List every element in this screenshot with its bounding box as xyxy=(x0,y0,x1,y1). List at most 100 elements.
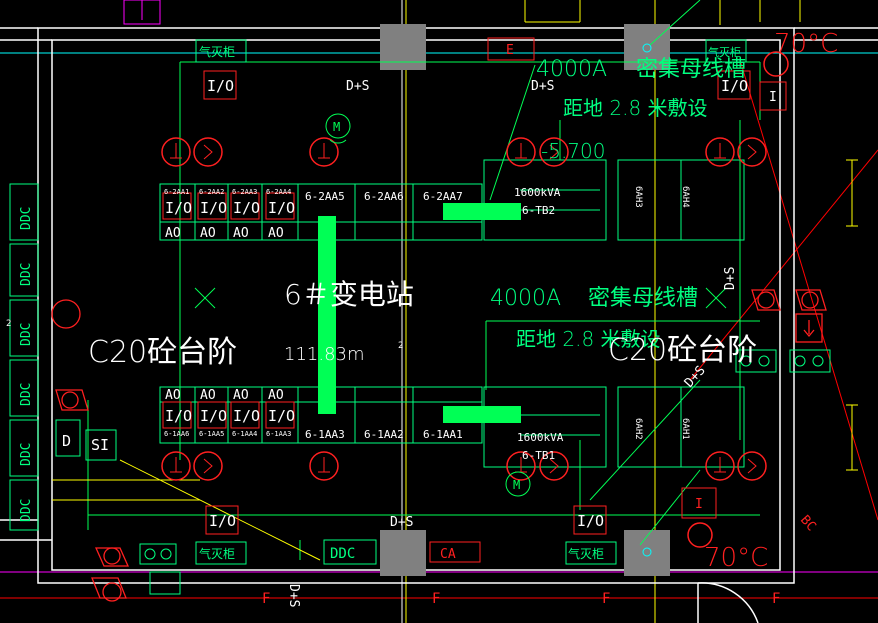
ddc-column-4: DDC xyxy=(19,383,34,406)
panel-bottom-6: 6-1AA2 xyxy=(364,428,404,441)
motor-label-bottom: M xyxy=(513,478,520,492)
box-i-label-top: I xyxy=(769,90,777,105)
ao-cell-bottom-2: AO xyxy=(200,388,216,403)
left-devices-green xyxy=(55,349,831,595)
io-red-boxes-top xyxy=(162,192,295,220)
ao-cell-bottom-1: AO xyxy=(165,388,181,403)
ds-label-right: D+S xyxy=(723,267,738,290)
gas-cabinets xyxy=(195,39,747,565)
panel-top-1: 6-2AA1 xyxy=(164,188,189,196)
panel-bottom-7: 6-1AA1 xyxy=(423,428,463,441)
hv-cabinet-top-1: 6AH3 xyxy=(633,186,643,208)
yellow-guides xyxy=(52,0,801,561)
transformer-bottom-id: 6-TB1 xyxy=(522,449,555,462)
gas-cabinet-label-1: 气灭柜 xyxy=(199,44,235,59)
busbars xyxy=(318,203,521,423)
panel-top-7: 6-2AA7 xyxy=(423,190,463,203)
ddc-column-6: DDC xyxy=(19,499,34,522)
floor-note-right: C20砼台阶 xyxy=(608,333,757,368)
ddc-column-3: DDC xyxy=(19,323,34,346)
floor-note-left: C20砼台阶 xyxy=(88,335,237,370)
dimension-ticks xyxy=(846,159,858,471)
motor-label-top: M xyxy=(333,120,340,134)
transformer-bottom-capacity: 1600kVA xyxy=(517,431,564,444)
io-cell-top-3: I/O xyxy=(233,199,260,217)
fire-line-label-4: F xyxy=(772,591,780,607)
room-walls xyxy=(0,27,878,623)
io-cell-bottom-3: I/O xyxy=(233,407,260,425)
ddc-column-1: DDC xyxy=(19,207,34,230)
si-label: SI xyxy=(91,436,109,454)
grid-number-center: 2 xyxy=(398,341,403,351)
io-cell-bottom-2: I/O xyxy=(200,407,227,425)
busway-top-install: 距地 2.8 米敷设 xyxy=(563,96,708,120)
panel-bottom-4: 6-1AA3 xyxy=(266,430,291,438)
io-cell-bottom-4: I/O xyxy=(268,407,295,425)
panel-top-4: 6-2AA4 xyxy=(266,188,291,196)
d-label: D xyxy=(62,432,71,450)
ddc-column-5: DDC xyxy=(19,443,34,466)
fire-line-label-3: F xyxy=(602,591,610,607)
conduit-lines xyxy=(87,0,761,560)
ao-cell-bottom-3: AO xyxy=(233,388,249,403)
io-label-top-left: I/O xyxy=(207,77,234,95)
io-modules xyxy=(203,37,787,563)
motor-symbols xyxy=(325,113,531,497)
panel-bottom-5: 6-1AA3 xyxy=(305,428,345,441)
box-i-label-bottom: I xyxy=(695,497,703,512)
ds-label-top-1: D+S xyxy=(346,79,369,94)
right-devices xyxy=(751,289,827,343)
transformer-outlines xyxy=(483,159,745,468)
fire-line-label-1: F xyxy=(262,591,270,607)
busway-bottom-name: 密集母线槽 xyxy=(588,286,698,311)
panel-bottom-1: 6-1AA6 xyxy=(164,430,189,438)
grid-number-left: 2 xyxy=(6,319,11,329)
ds-label-top-2: D+S xyxy=(531,79,554,94)
busway-bottom-rating: 4000A xyxy=(490,286,561,311)
fire-line-label-2: F xyxy=(432,591,440,607)
temp-label-bottom: 70°C xyxy=(704,543,768,573)
io-cell-top-1: I/O xyxy=(165,199,192,217)
left-devices xyxy=(51,299,130,602)
io-cell-top-2: I/O xyxy=(200,199,227,217)
io-label-bottom-left: I/O xyxy=(209,512,236,530)
ddc-column xyxy=(9,183,39,531)
io-label-bottom-right: I/O xyxy=(577,512,604,530)
ao-cell-top-2: AO xyxy=(200,226,216,241)
hv-cabinet-top-2: 6AH4 xyxy=(680,186,690,208)
gas-cabinet-label-4: 气灭柜 xyxy=(708,45,741,59)
ca-label: CA xyxy=(440,547,456,562)
gas-cabinet-label-2: 气灭柜 xyxy=(199,546,235,561)
cyan-sprinklers xyxy=(642,43,652,557)
panel-bottom-3: 6-1AA4 xyxy=(232,430,257,438)
e-label: E xyxy=(506,43,514,58)
fire-detector-glyphs xyxy=(170,143,757,474)
io-cell-bottom-1: I/O xyxy=(165,407,192,425)
busway-bottom-install: 距地 2.8 米敷设 xyxy=(516,327,661,351)
ao-cell-top-1: AO xyxy=(165,226,181,241)
transformer-top-id: 6-TB2 xyxy=(522,204,555,217)
busway-top-rating: 4000A xyxy=(536,57,607,82)
fire-detectors xyxy=(161,51,789,548)
busway-top-name: 密集母线槽 xyxy=(636,57,746,82)
hv-cabinet-bottom-1: 6AH2 xyxy=(633,418,643,440)
hv-cabinet-bottom-2: 6AH1 xyxy=(680,418,690,440)
ao-cell-top-3: AO xyxy=(233,226,249,241)
panel-bottom-2: 6-1AA5 xyxy=(199,430,224,438)
temp-label-top: 70°C xyxy=(774,29,838,59)
ddc-label-bottom: DDC xyxy=(330,546,355,562)
magenta-fixture xyxy=(123,0,161,25)
transformer-top-capacity: 1600kVA xyxy=(514,186,561,199)
bc-label: BC xyxy=(797,513,819,535)
panel-top-2: 6-2AA2 xyxy=(199,188,224,196)
ao-cell-top-4: AO xyxy=(268,226,284,241)
io-label-top-right: I/O xyxy=(721,77,748,95)
ao-cell-bottom-4: AO xyxy=(268,388,284,403)
station-title: 6＃变电站 xyxy=(284,278,414,311)
ddc-column-2: DDC xyxy=(19,263,34,286)
io-cell-top-4: I/O xyxy=(268,199,295,217)
gas-cabinet-label-3: 气灭柜 xyxy=(568,546,604,561)
io-red-boxes-bottom xyxy=(162,401,295,429)
